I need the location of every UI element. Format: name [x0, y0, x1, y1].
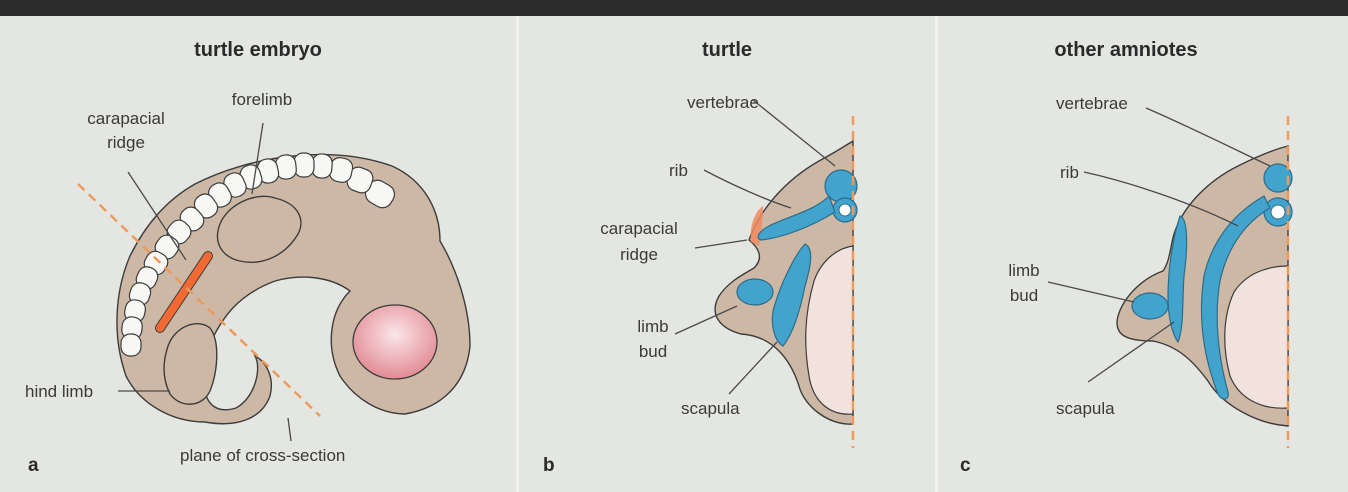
- panel-letter: a: [28, 455, 39, 476]
- label-rib: rib: [669, 161, 688, 180]
- panel-title: turtle: [702, 39, 752, 61]
- label-vertebrae: vertebrae: [1056, 94, 1128, 113]
- limb-bud: [1132, 293, 1168, 319]
- eye: [353, 305, 437, 379]
- label-scapula: scapula: [681, 399, 740, 418]
- label-ridge: ridge: [620, 245, 658, 264]
- label-plane-of-cross-section: plane of cross-section: [180, 446, 345, 465]
- top-banner: [0, 0, 1348, 16]
- label-hind-limb: hind limb: [25, 382, 93, 401]
- panel-a-turtle-embryo: turtle embryo: [0, 16, 516, 492]
- label-limb: limb: [637, 317, 668, 336]
- panel-b-turtle: turtle vertebrae rib carapacial ridge li…: [519, 16, 935, 492]
- panel-letter: c: [960, 455, 971, 476]
- label-ridge: ridge: [107, 133, 145, 152]
- panel-title: turtle embryo: [194, 39, 322, 61]
- label-vertebrae: vertebrae: [687, 93, 759, 112]
- turtle-cross-section-diagram: turtle vertebrae rib carapacial ridge li…: [519, 16, 935, 492]
- label-carapacial: carapacial: [600, 219, 678, 238]
- label-bud: bud: [639, 342, 667, 361]
- label-limb: limb: [1008, 261, 1039, 280]
- label-forelimb: forelimb: [232, 90, 292, 109]
- panel-title: other amniotes: [1054, 39, 1197, 61]
- turtle-embryo-diagram: turtle embryo: [0, 16, 516, 492]
- label-carapacial: carapacial: [87, 109, 165, 128]
- panel-letter: b: [543, 455, 555, 476]
- label-bud: bud: [1010, 286, 1038, 305]
- label-rib: rib: [1060, 163, 1079, 182]
- label-scapula: scapula: [1056, 399, 1115, 418]
- limb-bud: [737, 279, 773, 305]
- amniote-cross-section-diagram: other amniotes vertebrae rib limb bud sc…: [938, 16, 1348, 492]
- panel-c-other-amniotes: other amniotes vertebrae rib limb bud sc…: [938, 16, 1348, 492]
